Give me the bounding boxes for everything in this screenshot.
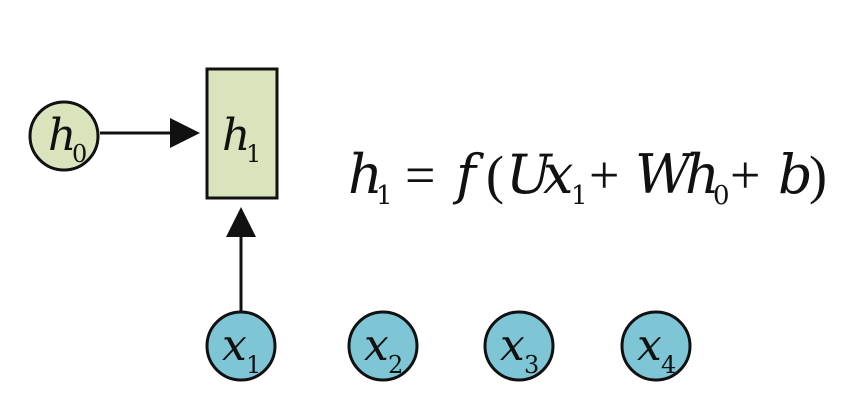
h1-rect <box>205 67 279 200</box>
input-node-x1: x 1 <box>205 310 277 382</box>
eq-term1-sub: 1 <box>571 181 588 211</box>
eq-term1-coef: U <box>506 143 553 206</box>
input-node-x3: x 3 <box>483 310 555 382</box>
eq-equals: = <box>405 145 435 205</box>
x4-circle <box>620 310 692 382</box>
h0-circle <box>28 100 100 172</box>
x3-label-base: x <box>500 320 525 371</box>
eq-term2-sub: 0 <box>713 181 730 211</box>
eq-bias: b <box>778 143 813 206</box>
h0-node: h 0 <box>28 100 100 172</box>
x3-circle <box>483 310 555 382</box>
eq-close-paren: ) <box>809 145 827 205</box>
x1-label-sub: 1 <box>246 351 261 379</box>
x1-circle <box>205 310 277 382</box>
h1-label-sub: 1 <box>246 140 261 168</box>
x2-label-base: x <box>364 320 389 371</box>
eq-plus-1: + <box>589 145 619 205</box>
h0-label-base: h <box>48 110 76 161</box>
eq-term1-base: x <box>543 143 573 206</box>
h0-label-sub: 0 <box>72 140 87 168</box>
input-node-x2: x 2 <box>347 310 419 382</box>
x4-label-sub: 4 <box>661 351 676 379</box>
x2-circle <box>347 310 419 382</box>
eq-func: f <box>452 143 484 206</box>
x2-label-sub: 2 <box>388 351 403 379</box>
equation: h 1 = f ( U x 1 + W h 0 + b ) <box>348 143 827 211</box>
x4-label-base: x <box>637 320 662 371</box>
input-node-x4: x 4 <box>620 310 692 382</box>
eq-term2-base: h <box>685 143 720 206</box>
eq-open-paren: ( <box>486 145 504 205</box>
eq-plus-2: + <box>730 145 760 205</box>
h1-label-base: h <box>222 110 250 161</box>
eq-lhs-sub: 1 <box>376 181 393 211</box>
h1-box: h 1 <box>205 67 279 200</box>
x1-label-base: x <box>222 320 247 371</box>
eq-lhs-base: h <box>348 143 383 206</box>
eq-term2-coef: W <box>635 143 695 206</box>
x3-label-sub: 3 <box>524 351 539 379</box>
